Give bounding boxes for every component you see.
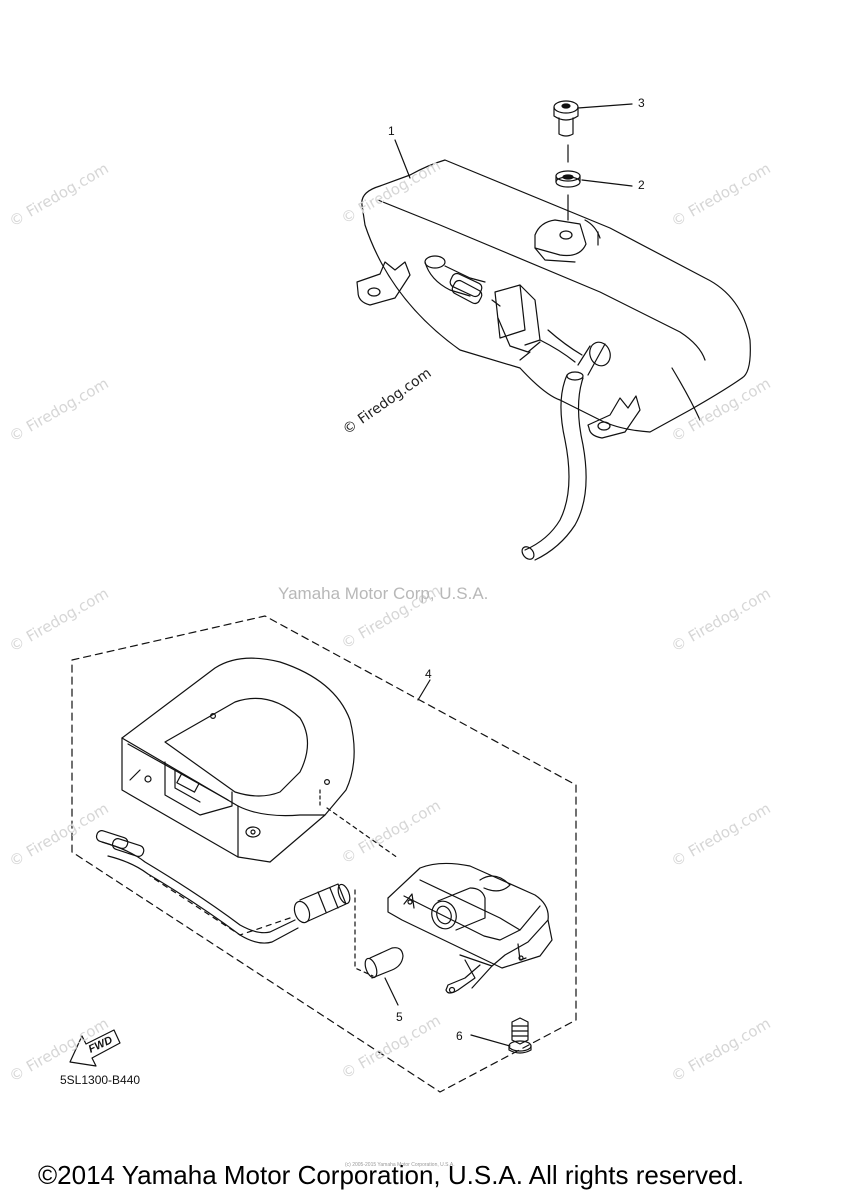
tail-light-housing [356,139,751,561]
callout-6: 6 [456,1029,463,1043]
license-light-cover [121,657,355,863]
leader-4 [417,679,431,701]
tiny-copyright: (c) 2005-2015 Yamaha Motor Corporation, … [345,1162,455,1168]
construction-line [326,807,399,859]
callout-4: 4 [425,667,432,681]
diagram-code: 5SL1300-B440 [60,1073,141,1087]
callout-3: 3 [638,96,645,110]
callout-1: 1 [388,124,395,138]
lamp-socket-base [387,862,553,994]
fwd-arrow [69,1029,121,1067]
screw-part-6 [470,1017,532,1054]
center-watermark: Yamaha Motor Corp, U.S.A. [278,584,489,603]
bulb-part-5 [364,947,404,1006]
bolt-part-3 [553,100,633,137]
callout-2: 2 [638,178,645,192]
callout-5: 5 [396,1010,403,1024]
grommet-part-2 [555,144,633,221]
copyright-notice: ©2014 Yamaha Motor Corporation, U.S.A. A… [38,1160,745,1190]
assembly-boundary-dashed [71,615,577,1093]
socket-wire-lead [95,830,351,944]
